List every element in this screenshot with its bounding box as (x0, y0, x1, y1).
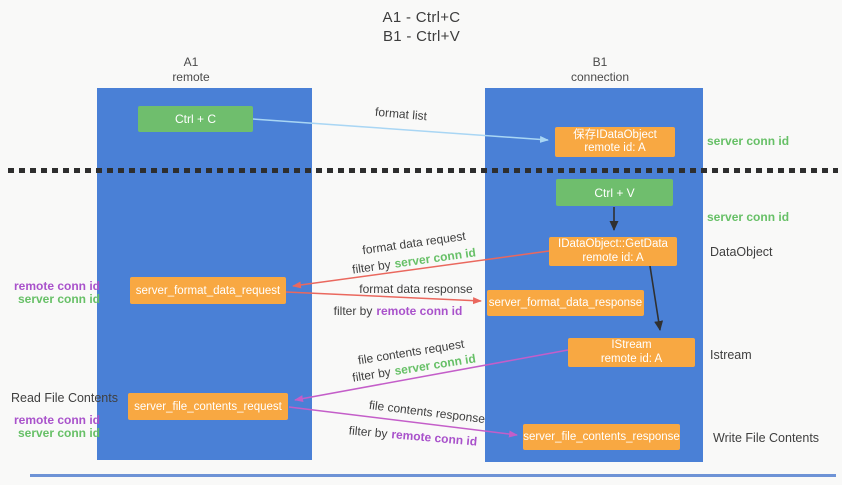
node-server-file-contents-request: server_file_contents_request (128, 393, 288, 420)
left-label-read-file-contents: Read File Contents (10, 391, 118, 405)
node-server-format-data-response: server_format_data_response (487, 290, 644, 316)
label-file-contents-response: file contents response (368, 397, 486, 427)
title-line-2: B1 - Ctrl+V (382, 28, 461, 45)
node-server-file-contents-response-label: server_file_contents_response (523, 431, 680, 443)
node-istream-line2: remote id: A (600, 352, 663, 365)
node-ctrl-c: Ctrl + C (138, 106, 253, 132)
node-istream: IStream remote id: A (568, 338, 695, 367)
diagram-title: A1 - Ctrl+C B1 - Ctrl+V (319, 8, 524, 46)
node-server-file-contents-request-label: server_file_contents_request (134, 400, 282, 413)
title-line-1: A1 - Ctrl+C (382, 9, 461, 26)
right-label-dataobject: DataObject (710, 245, 773, 259)
bottom-edge-bar (30, 474, 836, 477)
node-save-idataobject-line1: 保存IDataObject (573, 128, 657, 141)
right-label-server-conn-id-top: server conn id (707, 134, 790, 148)
node-save-idataobject-line2: remote id: A (584, 142, 646, 154)
left-label-server-conn-id-format: server conn id (17, 292, 100, 306)
node-server-format-data-request: server_format_data_request (130, 277, 286, 304)
column-a1-role: remote (172, 70, 210, 84)
left-label-remote-conn-id-format: remote conn id (13, 279, 100, 293)
node-istream-line1: IStream (611, 339, 652, 351)
right-label-write-file-contents: Write File Contents (713, 431, 820, 445)
left-label-server-conn-id-file: server conn id (17, 426, 100, 440)
filter-by-text: filter by (333, 304, 373, 318)
node-ctrl-v: Ctrl + V (556, 179, 673, 206)
column-a1-name: A1 (183, 55, 199, 69)
node-idataobject-getdata-line1: IDataObject::GetData (558, 238, 668, 250)
node-idataobject-getdata: IDataObject::GetData remote id: A (549, 237, 677, 266)
filter-key-remote-conn-id: remote conn id (390, 427, 478, 449)
right-label-server-conn-id-mid: server conn id (707, 210, 790, 224)
filter-key-remote-conn-id: remote conn id (376, 304, 463, 318)
filter-by-text: filter by (348, 423, 389, 441)
node-save-idataobject: 保存IDataObject remote id: A (555, 127, 675, 157)
label-format-list: format list (374, 104, 428, 124)
node-server-format-data-request-label: server_format_data_request (135, 284, 281, 297)
right-label-istream: Istream (710, 348, 752, 362)
column-header-b1: B1 connection (550, 55, 650, 85)
node-server-format-data-response-label: server_format_data_response (488, 297, 643, 309)
filter-by-text: filter by (351, 364, 392, 385)
node-ctrl-c-label: Ctrl + C (174, 112, 216, 126)
node-idataobject-getdata-line2: remote id: A (582, 251, 644, 264)
filter-by-text: filter by (351, 257, 392, 277)
left-label-remote-conn-id-file: remote conn id (13, 413, 100, 427)
node-ctrl-v-label: Ctrl + V (594, 185, 635, 200)
column-header-a1: A1 remote (141, 55, 241, 85)
label-format-data-response: format data response (359, 282, 473, 296)
column-b1-name: B1 (592, 55, 608, 69)
node-server-file-contents-response: server_file_contents_response (523, 424, 680, 450)
dotted-divider (8, 168, 838, 173)
column-b1-role: connection (570, 70, 630, 84)
